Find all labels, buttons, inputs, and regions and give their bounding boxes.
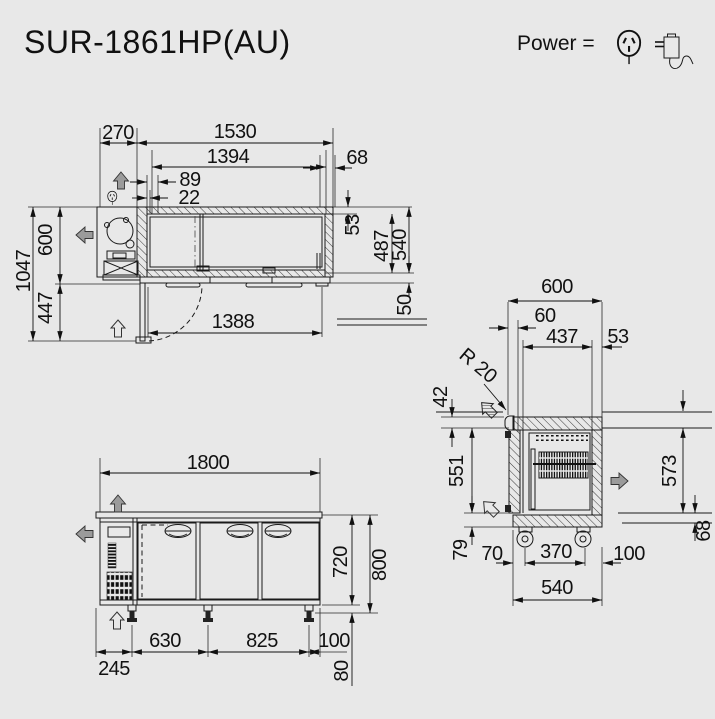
dim-side-caster-rear: 100	[613, 543, 645, 565]
dim-top-depth-door-open: 1047	[13, 249, 35, 293]
airflow-up-arrow-icon	[109, 494, 127, 513]
front-view-drawing	[75, 458, 378, 686]
open-door	[139, 282, 146, 342]
open-door-arrow-icon	[483, 501, 500, 518]
side-view-drawing	[436, 298, 712, 606]
evaporator-strip	[536, 435, 588, 441]
door-handle	[164, 524, 192, 538]
door-2	[199, 522, 259, 600]
dim-top-offset-a: 89	[179, 169, 201, 191]
dim-side-rear-wall: 53	[607, 326, 629, 348]
caster-rear	[574, 526, 592, 548]
side-door	[508, 429, 521, 514]
power-cord-icon	[655, 33, 694, 70]
dim-top-body-depth: 540	[389, 229, 411, 261]
dim-side-caster-pitch: 370	[540, 541, 572, 563]
dim-side-counter-thickness: 42	[430, 386, 452, 408]
dim-top-offset-b: 22	[178, 187, 200, 209]
dim-side-door-height: 551	[446, 455, 468, 487]
dim-top-inner-width: 1394	[206, 146, 250, 168]
dim-front-leg-inset-left: 245	[98, 658, 130, 680]
caster-front	[516, 526, 534, 548]
dim-side-inner-depth: 437	[546, 326, 578, 348]
dim-top-right-inset: 68	[346, 147, 368, 169]
door-swing-arc	[148, 284, 203, 342]
airflow-in-arrow-icon	[481, 402, 498, 419]
open-up-arrow-icon	[109, 319, 127, 338]
r20-leader	[483, 383, 507, 411]
page-title: SUR-1861HP(AU)	[24, 24, 291, 60]
counter-top	[95, 511, 323, 519]
airflow-left-arrow-icon	[75, 524, 94, 544]
leg	[304, 604, 314, 622]
dim-side-caster-front: 70	[481, 543, 503, 565]
leg	[127, 604, 137, 622]
dim-top-door-opening: 1388	[211, 311, 255, 333]
vent-slits	[107, 542, 117, 569]
door-1	[137, 522, 197, 600]
door-handle	[226, 524, 254, 538]
top-view-drawing	[28, 128, 427, 344]
compressor-icon	[106, 217, 134, 245]
dim-front-overall-width: 1800	[186, 452, 230, 474]
dim-front-overall-height: 800	[369, 549, 391, 581]
dim-top-door-swing: 447	[35, 292, 57, 324]
au-plug-icon	[616, 29, 642, 66]
power-label: Power =	[517, 32, 595, 55]
door-handle	[264, 524, 292, 538]
airflow-left-arrow-icon	[75, 225, 94, 245]
dim-side-base-inset: 68	[693, 520, 715, 542]
dim-top-body-depth-total: 600	[35, 224, 57, 256]
dim-top-machine-section: 270	[102, 122, 134, 144]
au-plug-icon-small	[107, 190, 118, 206]
dim-front-body-height: 720	[330, 546, 352, 578]
dim-front-leg-height: 80	[331, 660, 353, 682]
dim-front-leg-pitch-left: 630	[149, 630, 181, 652]
leg	[203, 604, 213, 622]
dim-side-front-nose: 60	[534, 305, 556, 327]
dim-side-overall-depth: 600	[541, 276, 573, 298]
door-3	[261, 522, 320, 600]
dim-top-rear-wall: 53	[342, 214, 364, 236]
open-up-arrow-icon	[108, 611, 126, 630]
control-panel	[107, 526, 131, 538]
dim-top-body-width: 1530	[213, 121, 257, 143]
dim-side-side-height: 573	[659, 455, 681, 487]
dim-top-door-panel: 50	[394, 294, 416, 316]
dim-front-leg-pitch-right: 825	[246, 630, 278, 652]
dim-side-base-height: 79	[450, 539, 472, 561]
airflow-up-arrow-icon	[112, 171, 130, 190]
dim-side-caster-span: 540	[541, 577, 573, 599]
vent-grille	[106, 571, 133, 601]
airflow-right-arrow-icon	[610, 471, 629, 491]
dim-front-leg-inset-right: 100	[318, 630, 350, 652]
